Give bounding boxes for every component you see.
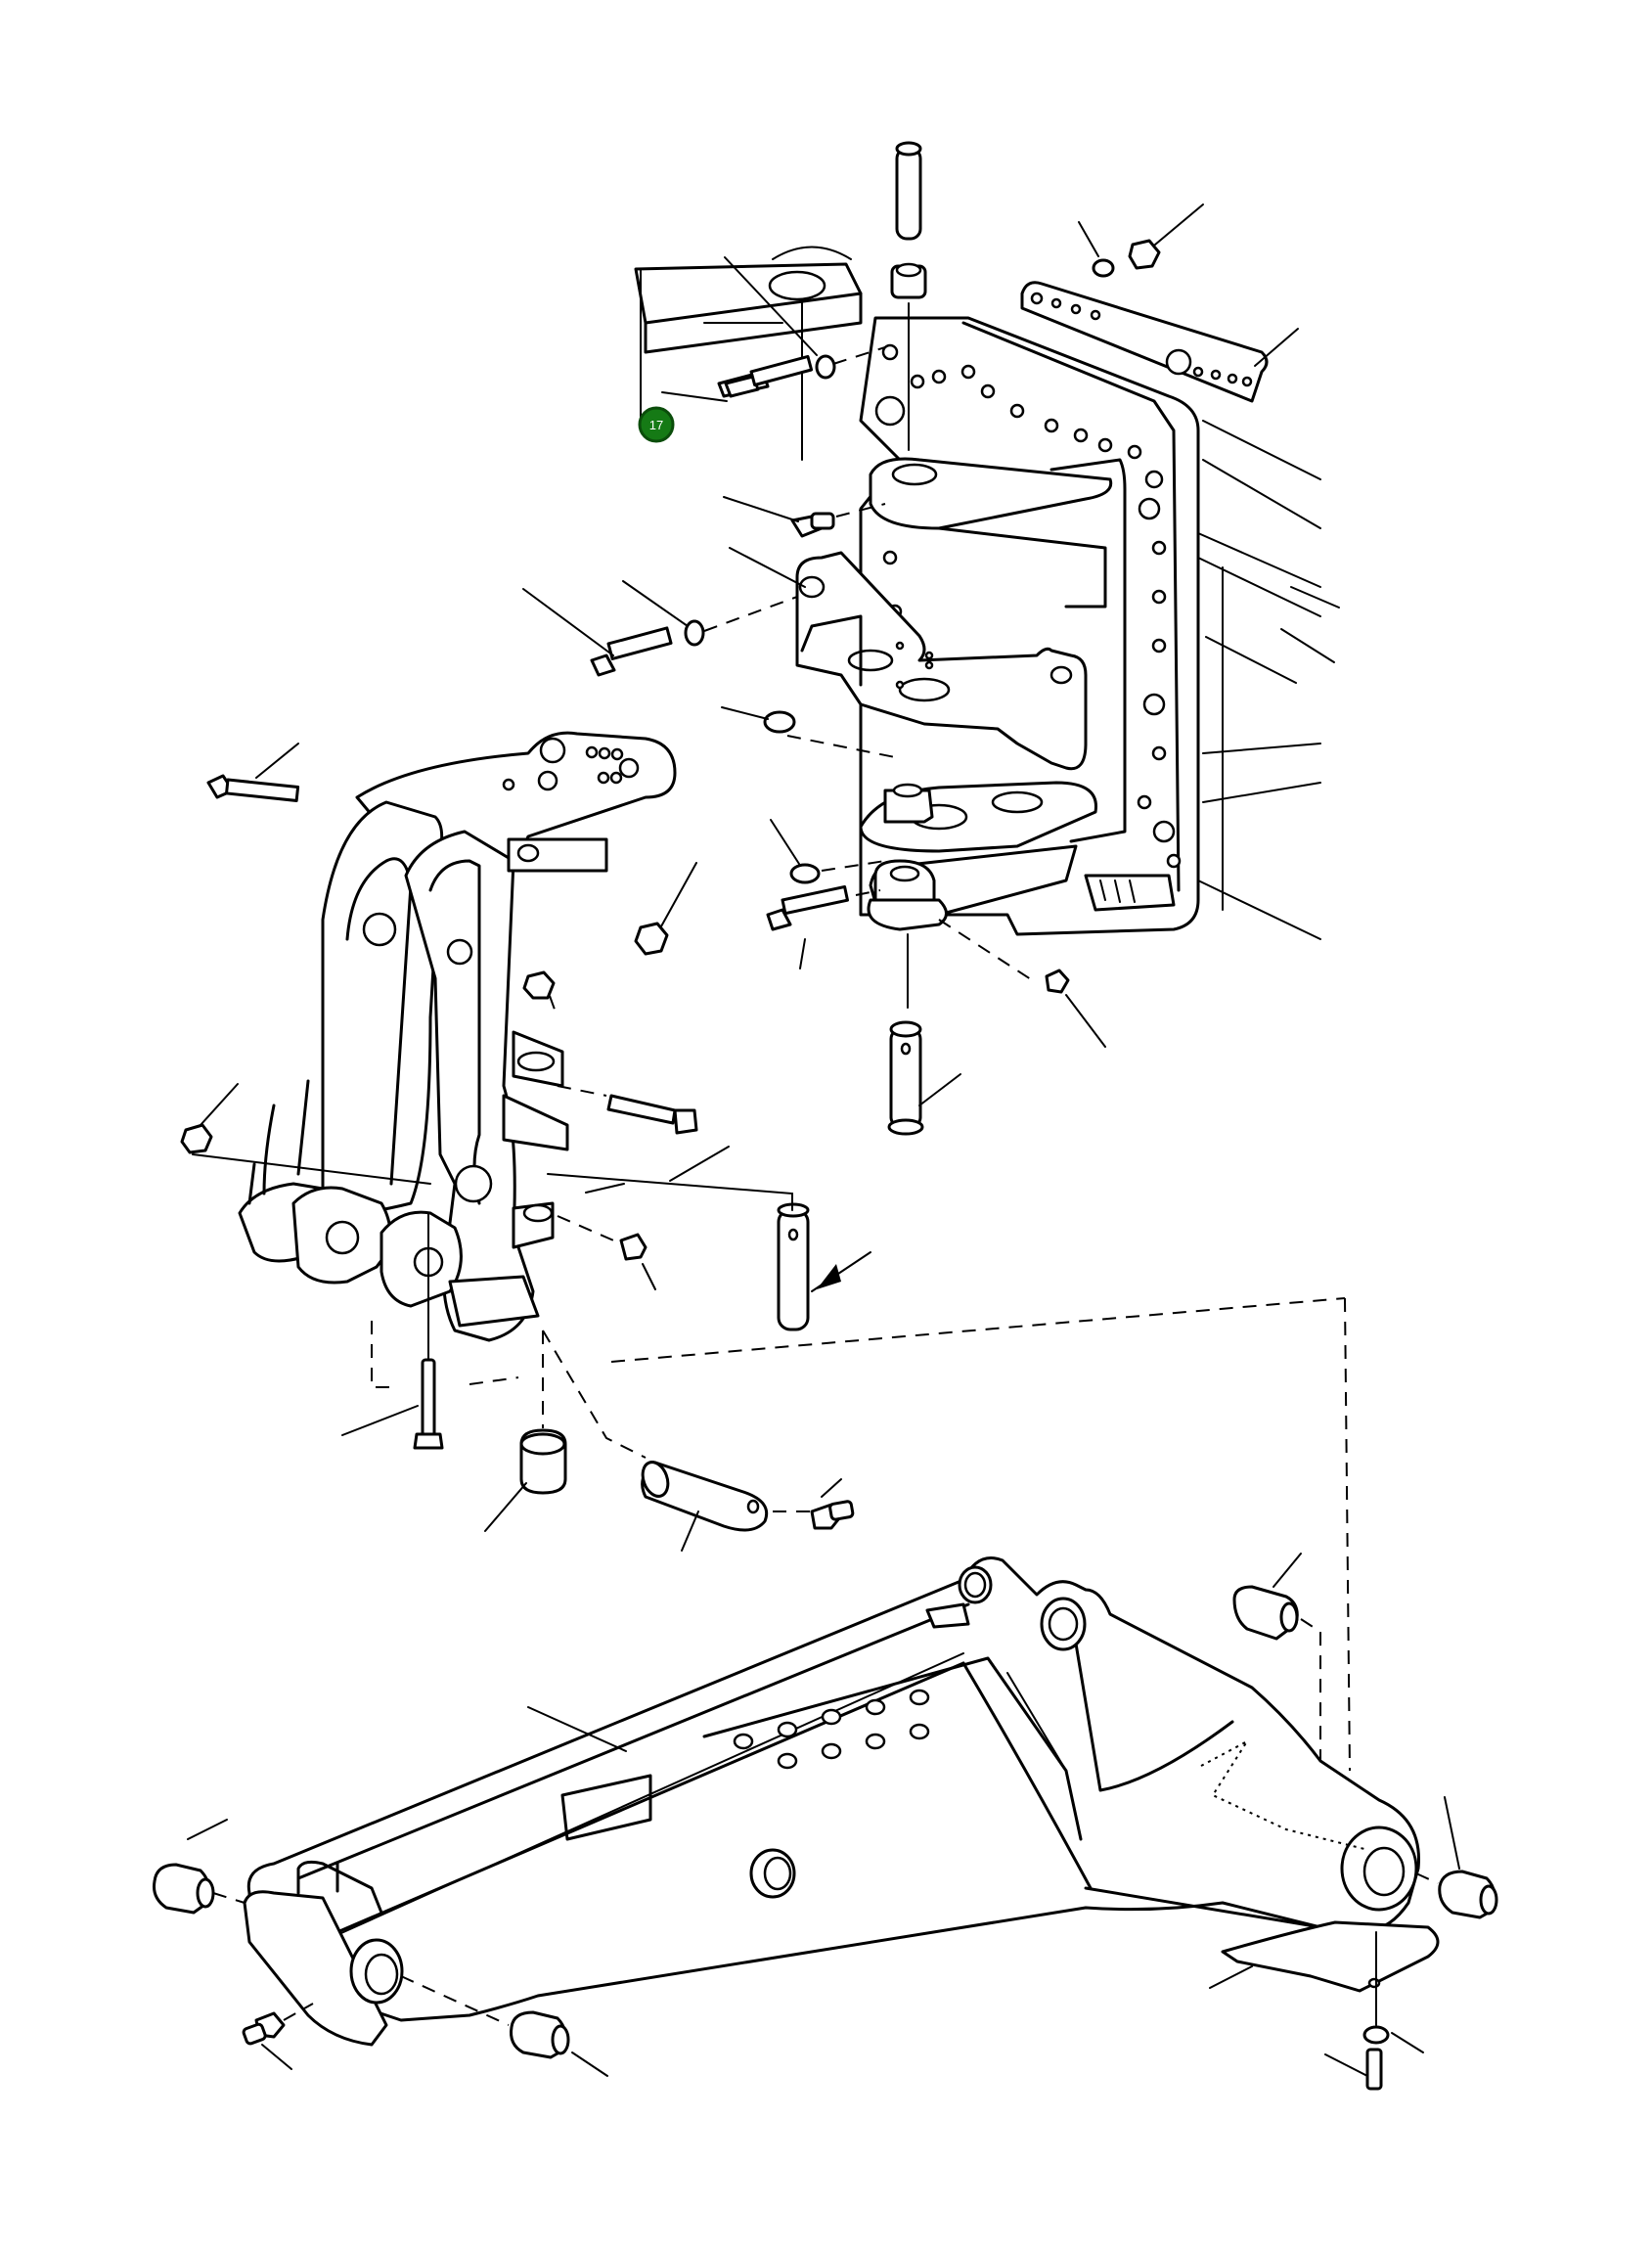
loader-arm — [243, 1553, 1440, 2047]
top-nut-and-washer — [1078, 203, 1204, 278]
clevis-lower-bolt — [341, 1212, 519, 1450]
clevis-pin-with-arrow — [547, 1173, 871, 1331]
lower-pivot-pin — [887, 1020, 961, 1136]
bolt-callout-17 — [661, 256, 886, 402]
front-mounting-frame — [634, 246, 1321, 940]
top-pivot-pin — [890, 141, 927, 451]
long-bolt-middle — [522, 547, 806, 677]
pivot-bush-stack — [721, 706, 948, 1009]
callout-17[interactable]: 17 — [638, 406, 675, 443]
arm-lower-hardware — [242, 1931, 1424, 2091]
arm-bushings — [153, 1796, 1498, 2077]
callout-17-label: 17 — [649, 418, 663, 432]
lower-bracket-bolt — [766, 884, 1106, 1048]
callout-17-badge[interactable] — [638, 406, 675, 443]
loader-clevis-assembly — [206, 731, 677, 1342]
lift-bracket-plate — [795, 551, 1088, 771]
grease-fitting-upper — [723, 496, 886, 538]
bush-and-main-pin — [484, 1330, 855, 1552]
clevis-hardware — [180, 862, 730, 1290]
